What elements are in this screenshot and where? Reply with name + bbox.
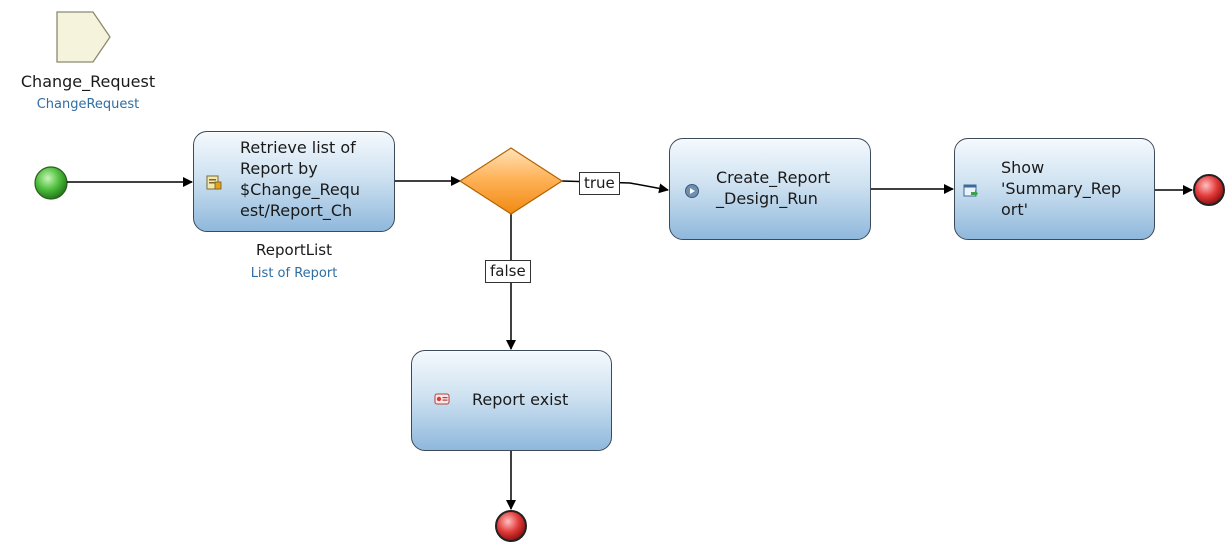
show-page-icon — [963, 184, 978, 197]
create-report-activity-label: Create_Report _Design_Run — [716, 168, 831, 208]
start-event[interactable] — [34, 166, 68, 200]
parameter-shape[interactable] — [56, 11, 111, 63]
end-event-false[interactable] — [495, 510, 527, 542]
message-activity-label: Report exist — [472, 390, 569, 409]
decision-gateway[interactable] — [458, 147, 564, 215]
microflow-call-icon — [685, 184, 699, 198]
retrieve-output-name: ReportList — [256, 241, 332, 259]
show-page-activity[interactable]: Show 'Summary_Rep ort' — [954, 138, 1155, 240]
parameter-name: Change_Request — [20, 72, 156, 91]
retrieve-output-type: List of Report — [250, 266, 338, 281]
parameter-type: ChangeRequest — [36, 97, 140, 112]
end-event-main[interactable] — [1193, 174, 1225, 206]
show-page-activity-label: Show 'Summary_Rep ort' — [1001, 158, 1122, 219]
retrieve-icon — [206, 175, 222, 190]
false-condition-label[interactable]: false — [485, 260, 531, 283]
message-icon — [434, 393, 450, 405]
true-condition-label[interactable]: true — [579, 172, 620, 195]
retrieve-activity-label: Retrieve list of Report by $Change_Requ … — [240, 138, 360, 220]
retrieve-activity[interactable]: Retrieve list of Report by $Change_Requ … — [193, 131, 395, 232]
message-activity[interactable]: Report exist — [411, 350, 612, 451]
create-report-activity[interactable]: Create_Report _Design_Run — [669, 138, 871, 240]
